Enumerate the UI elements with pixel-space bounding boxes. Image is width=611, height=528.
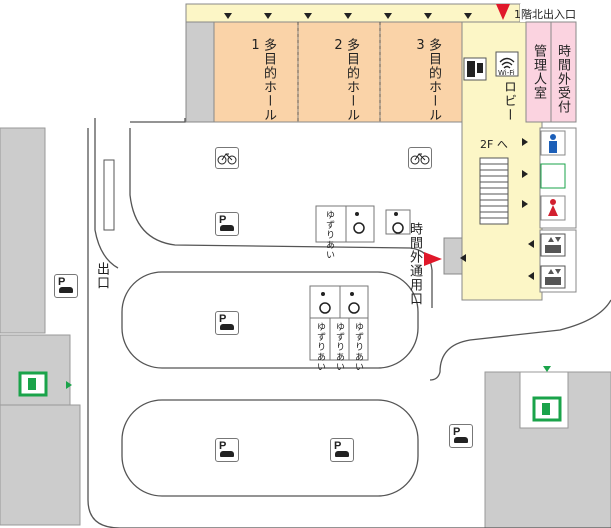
hall-2-label: 多目的ホール2	[331, 38, 359, 122]
parking-icon: P	[215, 311, 239, 335]
hall-1-label: 多目的ホール1	[248, 38, 276, 122]
road-right-curve	[429, 299, 611, 381]
wifi-label: Wi-Fi	[498, 69, 515, 77]
after-hours-entrance-label: 時間外通用口	[407, 222, 422, 306]
stair-gray	[443, 237, 463, 275]
after-hours-entrance-arrow	[424, 252, 442, 266]
parking-icon: P	[330, 438, 354, 462]
bicycle-icon	[215, 147, 239, 169]
road-divider	[103, 159, 115, 231]
lobby-label: ロビー	[501, 80, 516, 122]
elevator-icon	[540, 233, 566, 289]
female-restroom-icon	[550, 199, 556, 205]
after-hours-reception-label: 時間外受付	[555, 44, 570, 114]
exit-arrow-left	[66, 381, 72, 389]
hall-2	[297, 21, 381, 123]
left-building-bottom	[0, 404, 81, 526]
male-restroom-icon	[550, 134, 556, 140]
exit-arrow-right	[543, 366, 551, 372]
parking-icon: P	[215, 438, 239, 462]
north-entrance-label: 1階北出入口	[514, 8, 576, 21]
north-area	[520, 4, 578, 22]
second-floor-label: 2F へ	[480, 138, 508, 151]
road-inner-edge	[130, 118, 186, 123]
wifi-icon	[495, 51, 519, 77]
priority-label: ゆずりあい	[353, 322, 363, 372]
exit-label: 出口	[94, 262, 109, 290]
priority-label: ゆずりあい	[315, 322, 325, 372]
emergency-exit-icon	[18, 371, 562, 422]
parking-icon: P	[449, 424, 473, 448]
priority-parking-top	[315, 205, 411, 243]
priority-label: ゆずりあい	[334, 322, 344, 372]
accessible-restroom-icon-box	[540, 163, 566, 189]
gray-wall-left	[185, 21, 215, 123]
parking-island-1	[121, 271, 419, 369]
door-markers	[224, 13, 534, 280]
parking-island-2	[121, 399, 419, 497]
hall-3-label: 多目的ホール3	[413, 38, 441, 122]
staircase	[479, 157, 509, 225]
hall-1	[213, 21, 299, 123]
road-exit-lane	[94, 118, 119, 269]
north-entrance-arrow	[496, 4, 510, 20]
parking-icon: P	[215, 212, 239, 236]
office-label: 管理人室	[531, 44, 546, 100]
hall-3	[379, 21, 463, 123]
left-building	[0, 127, 46, 334]
parking-icon: P	[54, 274, 78, 298]
bicycle-icon	[408, 147, 432, 169]
priority-parking-middle	[309, 285, 369, 361]
priority-label: ゆずりあい	[324, 210, 334, 260]
